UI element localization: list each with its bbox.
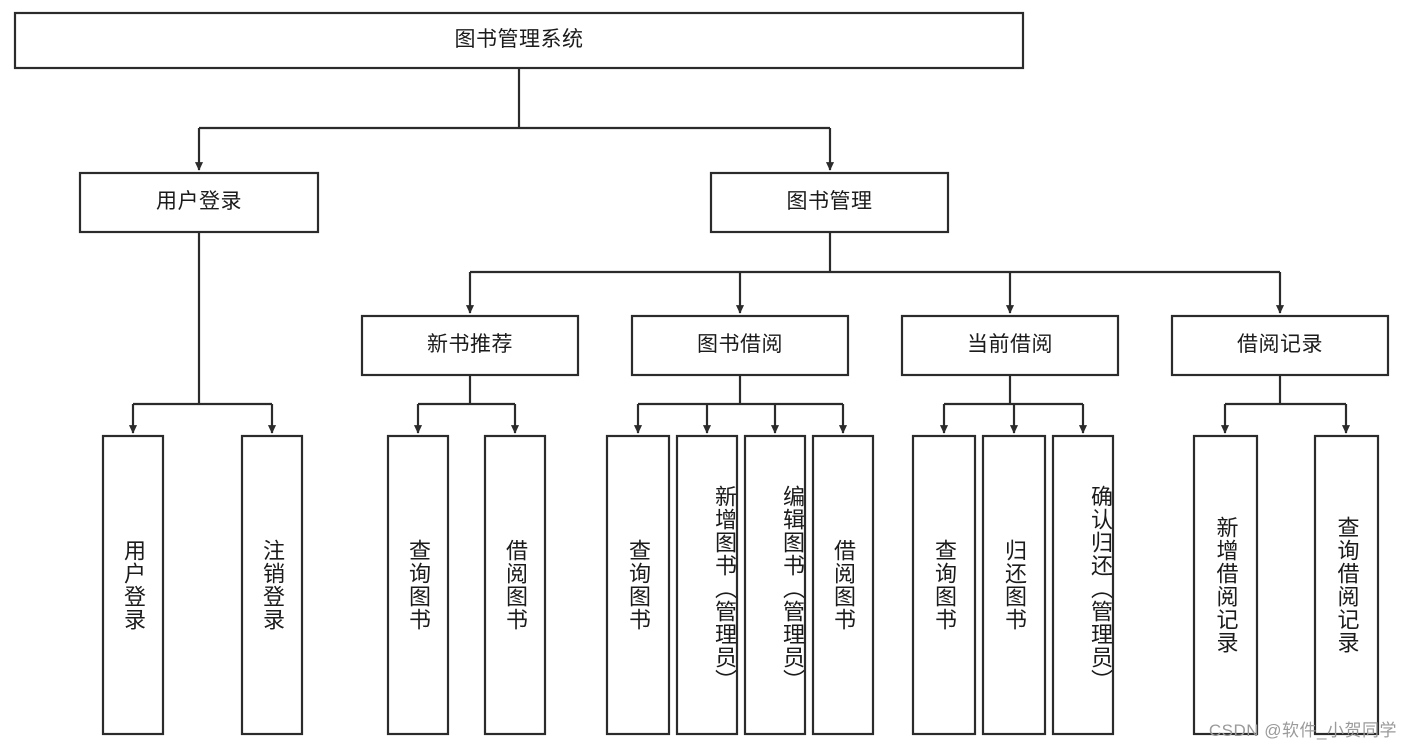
connectors <box>128 68 1351 434</box>
node-rects <box>13 11 1390 736</box>
leaf-rect-11[interactable] <box>1192 434 1259 736</box>
node-rect-book-management[interactable] <box>709 171 950 234</box>
node-rect-new-book-recommend[interactable] <box>360 314 580 377</box>
node-rect-book-borrow[interactable] <box>630 314 850 377</box>
leaf-rect-1[interactable] <box>240 434 304 736</box>
leaf-rect-3[interactable] <box>483 434 547 736</box>
leaf-rect-0[interactable] <box>101 434 165 736</box>
node-rect-root[interactable] <box>13 11 1025 70</box>
leaf-rect-4[interactable] <box>605 434 671 736</box>
leaf-rect-10[interactable] <box>1051 434 1115 736</box>
node-rect-current-borrow[interactable] <box>900 314 1120 377</box>
leaf-rect-5[interactable] <box>675 434 739 736</box>
leaf-rect-6[interactable] <box>743 434 807 736</box>
leaf-rect-7[interactable] <box>811 434 875 736</box>
leaf-rect-2[interactable] <box>386 434 450 736</box>
node-rect-user-login[interactable] <box>78 171 320 234</box>
leaf-rect-9[interactable] <box>981 434 1047 736</box>
node-rect-borrow-record[interactable] <box>1170 314 1390 377</box>
leaf-rect-8[interactable] <box>911 434 977 736</box>
leaf-rect-12[interactable] <box>1313 434 1380 736</box>
csdn-watermark: CSDN @软件_小贺同学 <box>1208 721 1397 740</box>
